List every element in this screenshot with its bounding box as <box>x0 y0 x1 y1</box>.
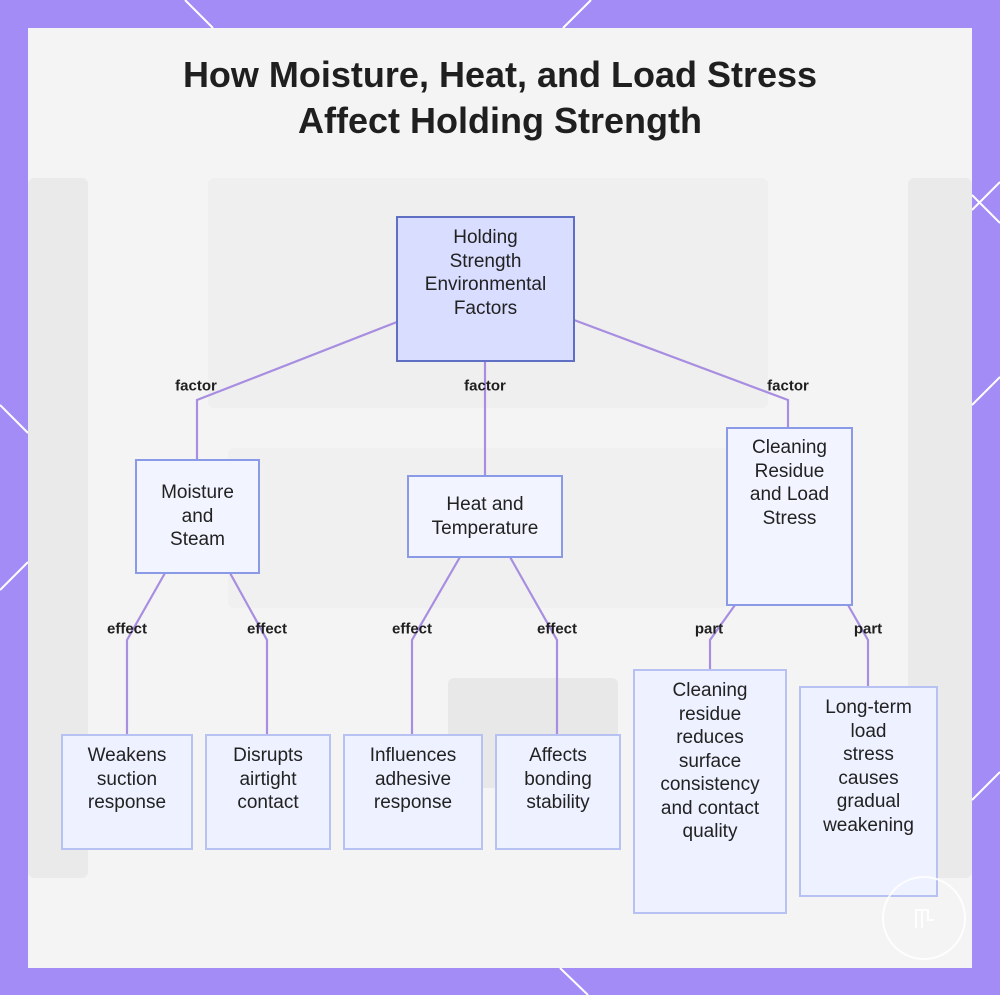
node-cleaning-residue-label: Cleaning residue reduces surface consist… <box>660 680 760 842</box>
node-affects-bonding-label: Affects bonding stability <box>524 745 592 813</box>
node-cleaning-residue: Cleaning residue reduces surface consist… <box>633 669 787 914</box>
node-influences-adhesive: Influences adhesive response <box>343 734 483 850</box>
edge-label-root-heat: factor <box>464 377 506 395</box>
edge-moisture-weakens <box>125 572 166 735</box>
watermark-logo-icon <box>882 876 966 960</box>
node-heat-temperature: Heat and Temperature <box>407 475 563 558</box>
node-weakens-suction: Weakens suction response <box>61 734 193 850</box>
edge-root-moisture <box>195 320 398 460</box>
watermark-glyph-icon <box>915 909 934 928</box>
node-affects-bonding: Affects bonding stability <box>495 734 621 850</box>
title-line-2: Affect Holding Strength <box>298 100 702 141</box>
edge-label-root-moisture: factor <box>175 377 217 395</box>
edge-cleaning-residue <box>708 604 736 670</box>
edge-label-root-cleaning: factor <box>767 377 809 395</box>
node-weakens-suction-label: Weakens suction response <box>87 745 167 813</box>
edge-heat-affects <box>509 556 559 735</box>
edge-moisture-disrupts <box>229 572 269 735</box>
page-title: How Moisture, Heat, and Load Stress Affe… <box>0 52 1000 144</box>
edge-label-heat-affects: effect <box>536 620 578 638</box>
node-holding-strength-label: Holding Strength Environmental Factors <box>424 227 547 319</box>
node-influences-adhesive-label: Influences adhesive response <box>369 745 457 813</box>
node-disrupts-airtight-label: Disrupts airtight contact <box>233 745 303 813</box>
edge-cleaning-longterm <box>847 604 870 687</box>
node-moisture-steam: Moisture and Steam <box>135 459 260 574</box>
edge-root-cleaning <box>573 318 790 428</box>
node-long-term-load-label: Long-term load stress causes gradual wea… <box>823 697 914 836</box>
node-cleaning-load-label: Cleaning Residue and Load Stress <box>749 437 830 529</box>
node-moisture-steam-label: Moisture and Steam <box>161 482 234 551</box>
edge-label-moisture-disrupts: effect <box>246 620 288 638</box>
node-holding-strength: Holding Strength Environmental Factors <box>396 216 575 362</box>
node-long-term-load: Long-term load stress causes gradual wea… <box>799 686 938 897</box>
edge-label-moisture-weakens: effect <box>106 620 148 638</box>
edge-heat-influences <box>410 556 461 735</box>
node-cleaning-load: Cleaning Residue and Load Stress <box>726 427 853 606</box>
edge-label-heat-influences: effect <box>391 620 433 638</box>
edge-label-cleaning-longterm: part <box>853 620 883 638</box>
node-disrupts-airtight: Disrupts airtight contact <box>205 734 331 850</box>
edge-label-cleaning-residue: part <box>694 620 724 638</box>
node-heat-temperature-label: Heat and Temperature <box>431 494 539 539</box>
title-line-1: How Moisture, Heat, and Load Stress <box>182 54 818 95</box>
